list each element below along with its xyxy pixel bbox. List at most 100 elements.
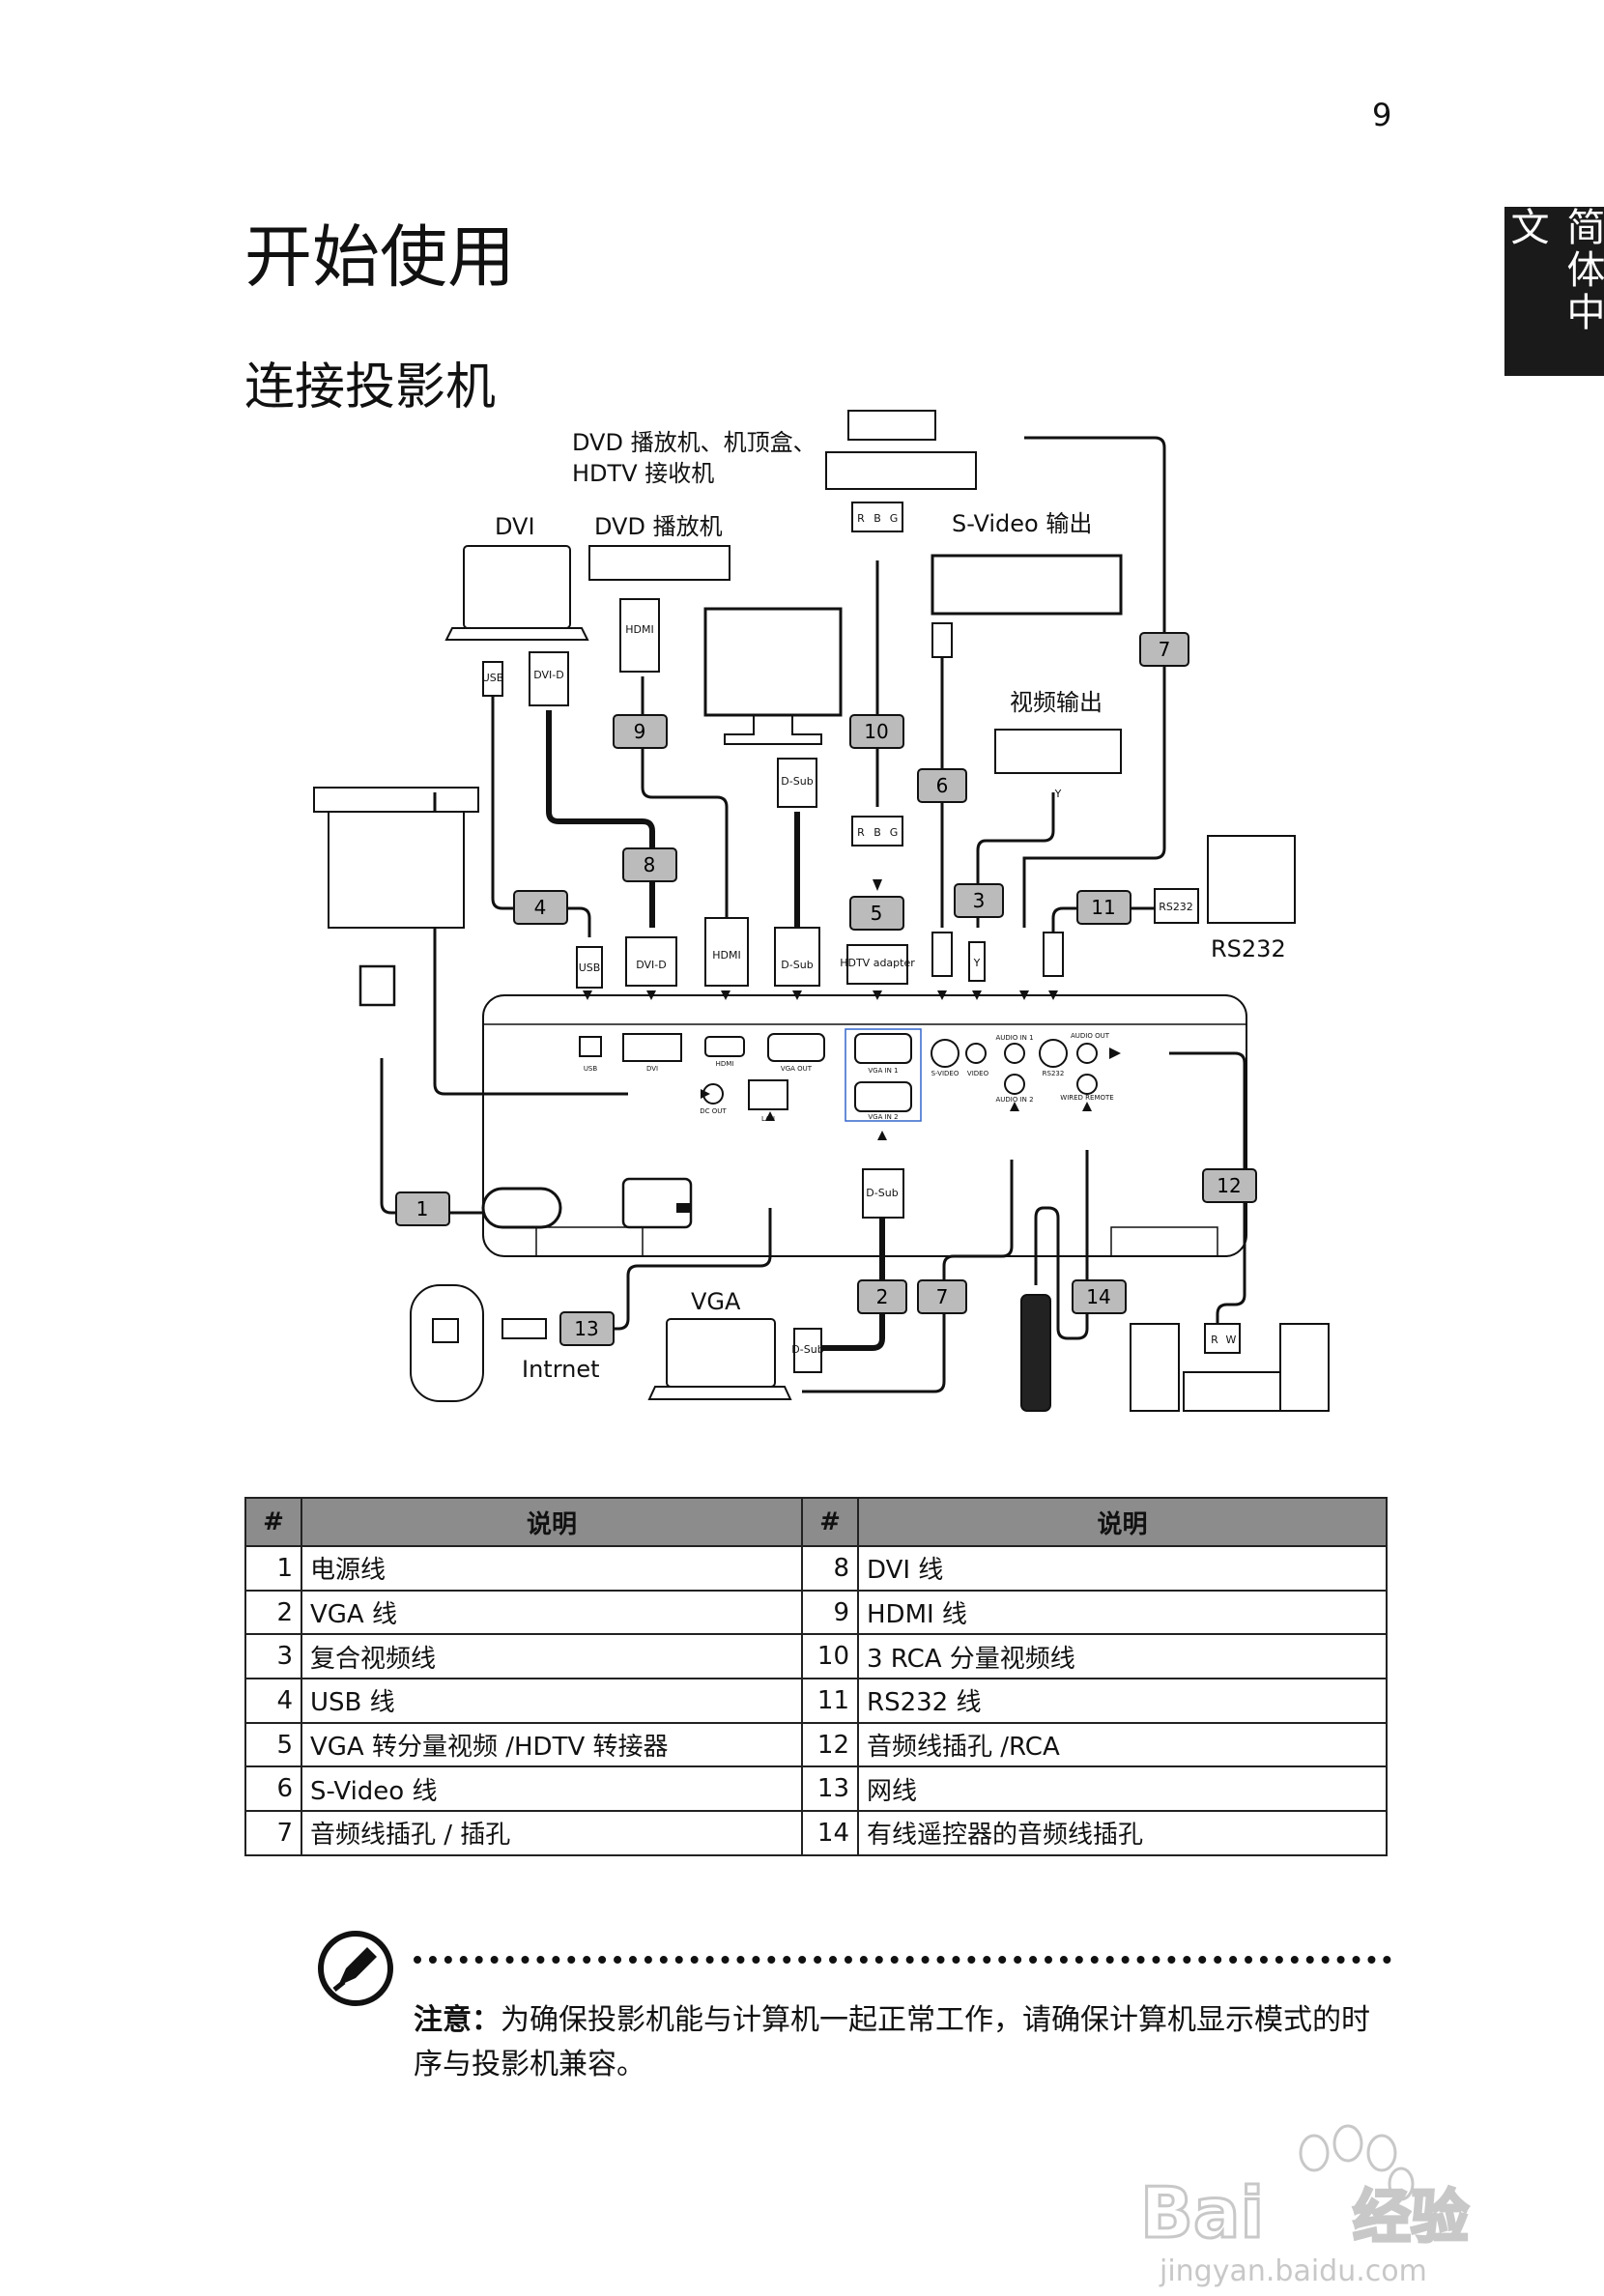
lan-cable-plug (501, 1318, 547, 1339)
svg-text:2: 2 (876, 1285, 889, 1308)
cell-num: 2 (244, 1589, 302, 1636)
badge-7b: 7 (917, 1279, 967, 1314)
port-label-audio-in1: AUDIO IN 1 (995, 1034, 1033, 1042)
lan-wall-jack (410, 1284, 484, 1402)
port-label-wired-remote: WIRED REMOTE (1060, 1094, 1113, 1102)
language-tab: 简体中文 (1504, 207, 1604, 376)
laptop-dvi-base (444, 627, 589, 641)
laptop-dvi-screen (463, 545, 571, 629)
port-label-svideo: S-VIDEO (931, 1070, 960, 1077)
port-label-dvi: DVI (646, 1065, 658, 1073)
conn-dvi-top: DVI-D (533, 669, 564, 681)
rca-top (851, 502, 903, 532)
hdmi-port (704, 1036, 745, 1057)
port-label-vga-out: VGA OUT (781, 1065, 813, 1073)
port-label-audio-in2: AUDIO IN 2 (995, 1096, 1033, 1104)
cell-desc: S-Video 线 (301, 1765, 803, 1813)
rca-bottom (851, 816, 903, 847)
dvi-port (622, 1033, 682, 1062)
conn-usb: USB (579, 961, 601, 974)
badge-6: 6 (917, 768, 967, 803)
svg-text:14: 14 (1086, 1285, 1110, 1308)
svg-text:13: 13 (574, 1317, 598, 1340)
video-device (994, 729, 1122, 774)
cell-num: 14 (801, 1810, 859, 1856)
y-port-plug (968, 941, 986, 982)
port-label-vga-in2: VGA IN 2 (868, 1113, 898, 1121)
cell-num: 7 (244, 1810, 302, 1856)
svg-text:12: 12 (1217, 1174, 1241, 1197)
cable-9 (641, 676, 729, 918)
port-label-audio-out: AUDIO OUT (1071, 1032, 1110, 1040)
dvd-stb-bottom (825, 451, 977, 490)
svg-text:7: 7 (1159, 638, 1171, 661)
conn-hdmi-top: HDMI (625, 623, 653, 636)
port-label-usb: USB (584, 1065, 598, 1073)
conn-dsub-laptop: D-Sub (791, 1343, 823, 1356)
badge-7: 7 (1139, 632, 1189, 667)
cell-desc: HDMI 线 (857, 1589, 1388, 1636)
conn-rs232: RS232 (1159, 901, 1193, 913)
dsub-port-plug (774, 927, 820, 987)
audio-out-port (1076, 1043, 1098, 1064)
wall-outlet (358, 964, 396, 1007)
wired-remote-port (1076, 1074, 1098, 1095)
cable-dc-out (433, 792, 628, 1096)
watermark-brand2: 经验 (1353, 2184, 1469, 2252)
projector-body (482, 994, 1247, 1257)
conn-g-top: G (890, 512, 899, 525)
conn-y: Y (973, 957, 981, 969)
cable-7-top (1022, 436, 1166, 928)
cell-desc: 网线 (857, 1765, 1388, 1813)
port-label-video: VIDEO (967, 1070, 989, 1077)
hdtv-adapter-plug (846, 944, 908, 985)
usb-port (579, 1036, 602, 1057)
power-plug (481, 1187, 562, 1229)
cell-num: 3 (244, 1633, 302, 1680)
watermark-url: jingyan.baidu.com (1159, 2254, 1427, 2288)
label-internet: Intrnet (522, 1356, 600, 1383)
note-divider (414, 1956, 1391, 1964)
cable-2 (816, 1218, 885, 1351)
projector-screen (328, 811, 465, 929)
conn-dsub: D-Sub (781, 959, 813, 971)
cell-desc: 音频线插孔 /RCA (857, 1721, 1388, 1768)
conn-b-top: B (874, 512, 881, 525)
video-port (965, 1043, 987, 1064)
badge-3: 3 (954, 883, 1004, 918)
cell-desc: USB 线 (301, 1678, 803, 1724)
cell-desc: VGA 线 (301, 1589, 803, 1636)
conn-r-bottom: R (857, 826, 865, 839)
svg-text:8: 8 (644, 853, 656, 876)
rs232-pc (1207, 835, 1296, 924)
label-vga: VGA (691, 1288, 741, 1315)
cell-num: 8 (801, 1545, 859, 1592)
label-dvd-stb-2: HDTV 接收机 (572, 460, 714, 487)
badge-1: 1 (395, 1191, 450, 1226)
svideo-device (931, 554, 1123, 616)
header-desc-2: 说明 (857, 1497, 1388, 1547)
cable-14 (1034, 1150, 1089, 1340)
audio-in2-port (1004, 1074, 1025, 1095)
badge-11: 11 (1076, 890, 1131, 925)
badge-5: 5 (849, 896, 904, 931)
rs232-pc-plug (1154, 888, 1199, 924)
cable-7-bottom (802, 1160, 1014, 1393)
dvd-stb-top (847, 410, 936, 441)
watermark-brand: Bai (1140, 2172, 1264, 2253)
cell-num: 12 (801, 1721, 859, 1768)
label-svideo-out: S-Video 输出 (952, 510, 1092, 537)
rs232-port-plug (1043, 932, 1064, 977)
badge-12: 12 (1202, 1168, 1257, 1203)
conn-usb-top: USB (482, 672, 504, 684)
table-header-row: # 说明 # 说明 (244, 1497, 1388, 1547)
cell-num: 10 (801, 1633, 859, 1680)
cell-num: 11 (801, 1678, 859, 1724)
note-text: 注意：为确保投影机能与计算机一起正常工作，请确保计算机显示模式的时序与投影机兼容… (414, 1998, 1370, 2087)
hdmi-plug-top (619, 598, 660, 673)
cell-num: 6 (244, 1765, 302, 1813)
badge-2: 2 (857, 1279, 907, 1314)
